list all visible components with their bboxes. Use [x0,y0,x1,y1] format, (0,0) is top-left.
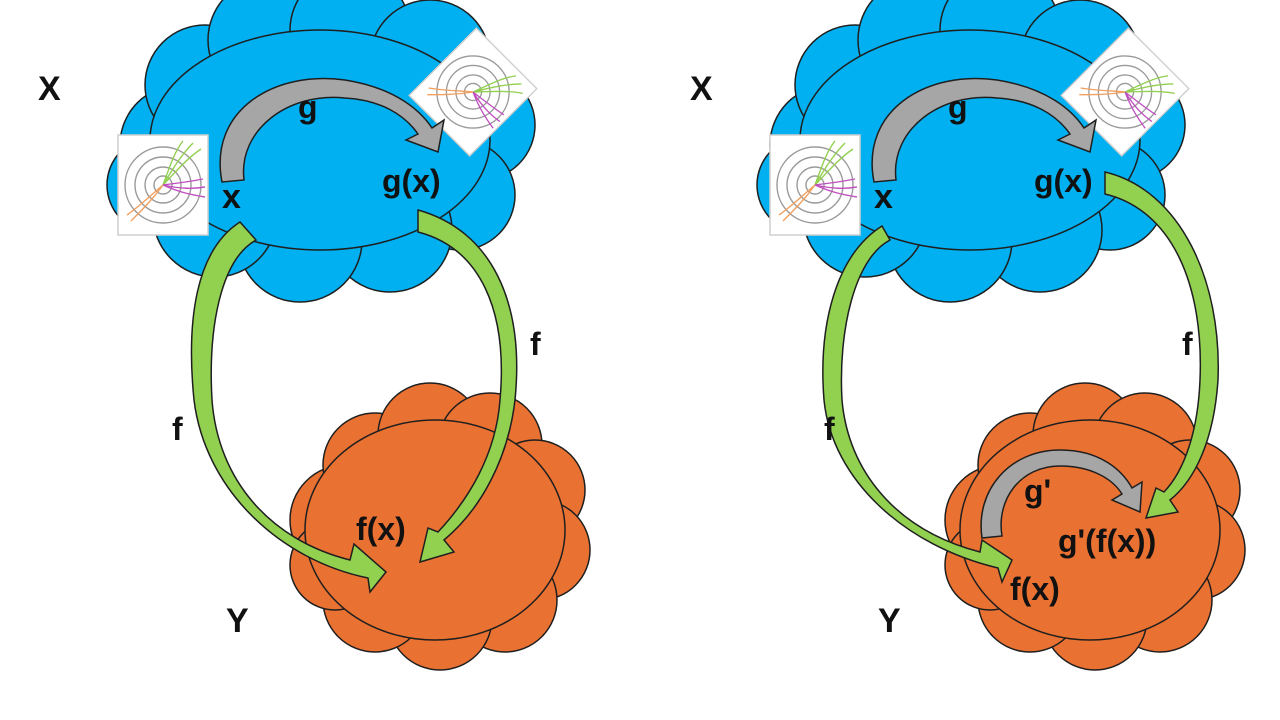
right-panel: X Y x g(x) f(x) g'(f(x)) g g' f f [690,0,1246,671]
left-panel: X Y x g(x) f(x) g f f [38,0,591,671]
left-target-plot-icon [117,134,209,236]
left-arrow-f-left-label: f [172,411,183,447]
left-set-x-label: X [38,70,61,108]
left-set-y-label: Y [226,602,249,640]
right-gfx-label: g'(f(x)) [1058,523,1156,559]
left-arrow-g-label: g [298,89,318,125]
left-set-y-cloud [289,382,591,671]
right-arrow-f-from-x [822,224,1013,585]
right-gx-label: g(x) [1034,163,1093,199]
left-fx-label: f(x) [356,511,406,547]
right-arrow-gprime-label: g' [1024,473,1051,509]
right-arrow-gprime [980,449,1143,539]
right-target-plot-icon [769,134,861,236]
right-arrow-g [871,77,1098,183]
right-arrow-f-left-label: f [824,411,835,447]
left-arrow-f-from-x [190,221,388,594]
right-fx-label: f(x) [1010,571,1060,607]
left-arrow-g [219,77,446,183]
right-arrow-g-label: g [948,89,968,125]
right-arrow-f-right-label: f [1182,326,1193,362]
left-x-label: x [222,178,241,216]
right-set-y-label: Y [878,602,901,640]
right-set-x-label: X [690,70,713,108]
right-arrow-f-from-gx [1104,171,1219,519]
left-gx-label: g(x) [382,163,441,199]
right-x-label: x [874,178,893,216]
left-arrow-f-from-gx [417,209,518,564]
left-arrow-f-right-label: f [530,326,541,362]
